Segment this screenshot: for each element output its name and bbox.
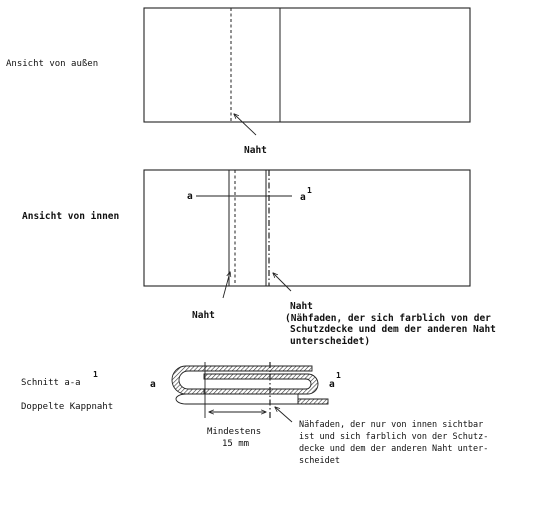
seam-label-right: Naht [290, 301, 313, 312]
seam-right-arrow [273, 273, 292, 292]
outside-seam-arrow [234, 114, 257, 136]
outer-fold [178, 369, 310, 391]
section-subtitle: Doppelte Kappnaht [21, 402, 113, 412]
thread-arrow [275, 407, 293, 423]
section-title: Schnitt a-a [21, 378, 81, 388]
min-width-value: 15 mm [222, 439, 249, 449]
inside-view: a a 1 Ansicht von innen Naht Naht (Nähfa… [22, 169, 496, 347]
inside-view-label: Ansicht von innen [22, 211, 119, 222]
thread-note-line-3: decke und dem der anderen Naht unter- [299, 444, 488, 454]
section-a1-sup: 1 [336, 371, 341, 380]
seam-label-top: Naht [244, 145, 267, 156]
section-a-label: a [150, 379, 156, 390]
outside-view-label: Ansicht von außen [6, 59, 98, 69]
thread-note-line-4: scheidet [299, 456, 340, 466]
seam-right-note-line-3: unterscheidet) [290, 336, 370, 347]
lower-fabric-hatched [203, 373, 319, 395]
thread-note-line-1: Nähfaden, der nur von innen sichtbar [299, 420, 483, 430]
cross-section: Schnitt a-a 1 Doppelte Kappnaht a a 1 Mi… [21, 362, 488, 466]
seam-label-left: Naht [192, 310, 215, 321]
outside-view: Ansicht von außen Naht [6, 7, 471, 156]
min-width-label: Mindestens [207, 427, 261, 437]
seam-left-arrow [222, 272, 230, 299]
point-a1-sup: 1 [307, 186, 312, 195]
lower-fabric-bottom [175, 393, 299, 405]
point-a-label: a [187, 191, 193, 202]
section-title-sup: 1 [93, 370, 98, 379]
lower-fabric-tail [297, 398, 329, 405]
section-a1-label: a [329, 379, 335, 390]
point-a1-label: a [300, 192, 306, 203]
outside-panel [143, 7, 471, 123]
seam-right-note-line-1: (Nähfaden, der sich farblich von der [285, 313, 491, 324]
inside-panel [143, 169, 471, 287]
seam-right-note-line-2: Schutzdecke und dem der anderen Naht [290, 324, 496, 335]
thread-note-line-2: ist und sich farblich von der Schutz- [299, 432, 488, 442]
